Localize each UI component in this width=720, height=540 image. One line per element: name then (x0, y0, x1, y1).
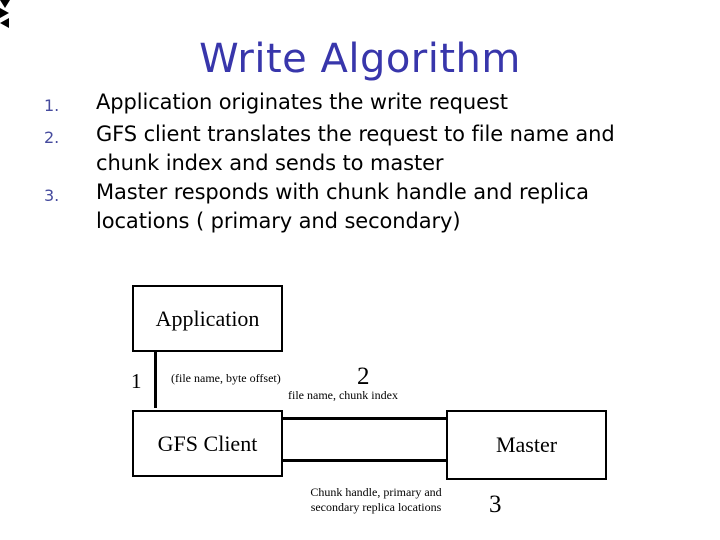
edge-label-file-name-byte-offset: (file name, byte offset) (171, 371, 281, 385)
step-number-2: 2 (357, 363, 370, 390)
list-item-text: Master responds with chunk handle and re… (96, 180, 589, 233)
list-item-number: 1. (44, 96, 60, 115)
arrow-client-to-master-shaft (283, 417, 448, 420)
edge-label-line-1: Chunk handle, primary and (310, 485, 442, 499)
list-item: 3. Master responds with chunk handle and… (44, 178, 684, 236)
diagram-node-gfs-client: GFS Client (132, 410, 283, 477)
edge-label-chunk-handle-replica-locations: Chunk handle, primary and secondary repl… (286, 485, 466, 515)
arrow-master-to-client-shaft (283, 459, 448, 462)
diagram-node-application: Application (132, 285, 283, 352)
diagram-node-master: Master (446, 410, 607, 480)
step-number-1: 1 (131, 369, 142, 393)
list-item: 2. GFS client translates the request to … (44, 120, 684, 178)
numbered-list: 1. Application originates the write requ… (44, 88, 684, 236)
edge-label-line-2: secondary replica locations (310, 500, 442, 514)
arrow-master-to-client-head-icon (0, 18, 9, 28)
list-item-number: 2. (44, 128, 60, 147)
list-item-text: Application originates the write request (96, 90, 508, 114)
step-number-3: 3 (489, 491, 502, 518)
page-title: Write Algorithm (199, 36, 521, 82)
arrow-client-to-master-head-icon (0, 8, 9, 18)
list-item: 1. Application originates the write requ… (44, 88, 684, 120)
arrow-application-to-client-head-icon (0, 0, 10, 8)
list-item-text: GFS client translates the request to fil… (96, 122, 615, 175)
list-item-number: 3. (44, 186, 60, 205)
arrow-application-to-client-shaft (154, 352, 157, 408)
edge-label-file-name-chunk-index: file name, chunk index (288, 388, 398, 402)
